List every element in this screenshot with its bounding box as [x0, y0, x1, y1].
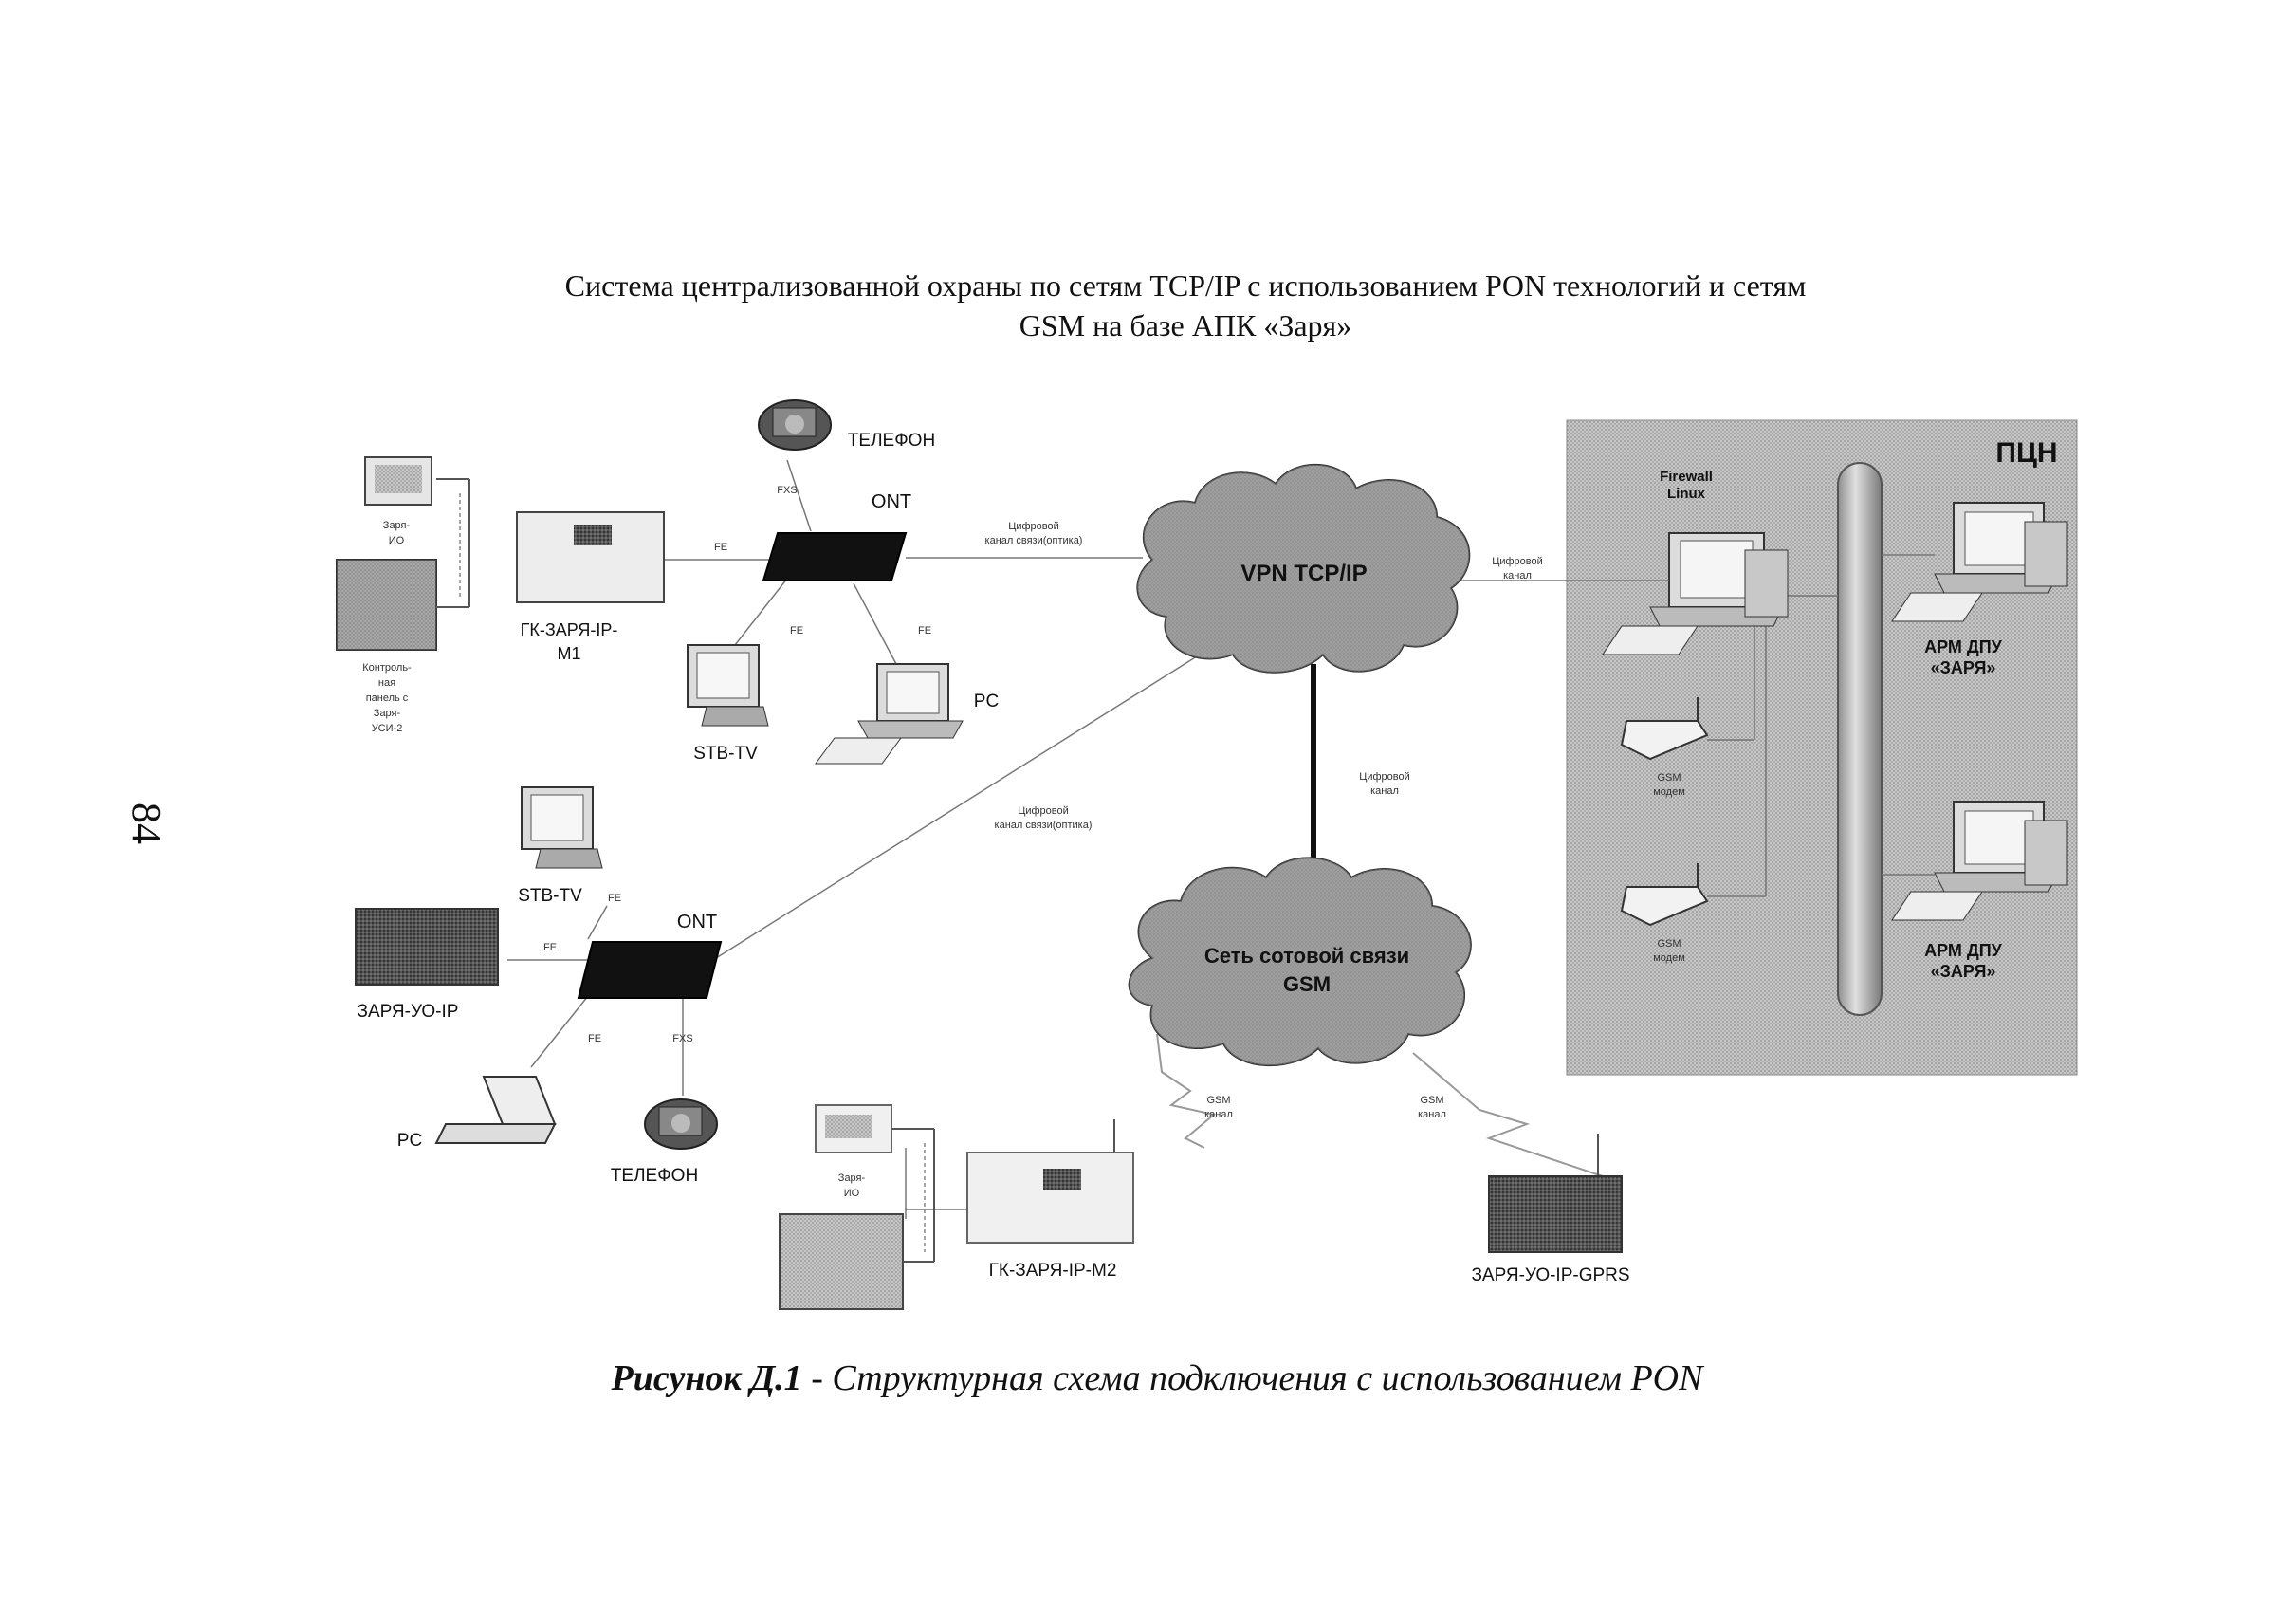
bottom-control-panel-icon: [779, 1213, 904, 1310]
bottom-uo-label: ЗАРЯ-УО-IP: [358, 1002, 459, 1022]
figure-caption: Рисунок Д.1 - Структурная схема подключе…: [611, 1358, 1706, 1398]
gprs-device: [1488, 1175, 1623, 1253]
bottom-zarya-io-label-2: ИО: [844, 1188, 860, 1199]
top-phone-label: ТЕЛЕФОН: [848, 431, 935, 451]
top-panel-label-3: панель с: [366, 692, 409, 704]
top-phone-icon: [758, 399, 832, 451]
vpn-cloud-label: VPN TCP/IP: [1240, 561, 1367, 586]
top-panel-label-5: УСИ-2: [372, 723, 403, 734]
bottom-pc-label: PC: [397, 1131, 422, 1151]
vpn-link-label-1: Цифровой: [1492, 556, 1543, 567]
top-panel-label-2: ная: [378, 677, 395, 689]
top-fe-main-label: FE: [714, 542, 727, 553]
top-link-label-1: Цифровой: [1008, 521, 1059, 532]
bottom-connector-bracket: [891, 1128, 935, 1263]
arm-1-label-2: «ЗАРЯ»: [1931, 658, 1996, 677]
top-panel-label-4: Заря-: [374, 708, 401, 719]
top-tv-icon: [687, 644, 769, 727]
vpn-cloud: [1136, 464, 1471, 674]
top-zarya-io-label-2: ИО: [389, 535, 405, 546]
firewall-computer-icon: [1602, 532, 1789, 655]
bottom-zarya-io-label-1: Заря-: [838, 1172, 866, 1184]
top-pc-label: PC: [974, 692, 999, 711]
bottom-laptop-icon: [434, 1076, 557, 1144]
backbone-tube: [1837, 462, 1883, 1016]
bottom-link-label-1: Цифровой: [1018, 805, 1069, 817]
top-stb-label: STB-TV: [693, 744, 758, 764]
bottom-stb-label: STB-TV: [518, 886, 582, 906]
bottom-tv-icon: [521, 786, 603, 869]
top-panel-label-1: Контроль-: [362, 662, 412, 674]
top-gk-label-1: ГК-ЗАРЯ-IP-: [521, 620, 618, 639]
top-fxs-label: FXS: [777, 485, 797, 496]
bottom-link-label-2: канал связи(оптика): [995, 820, 1093, 831]
top-connector-bracket: [436, 478, 470, 608]
gsm-cloud-label-1: Сеть сотовой связи: [1204, 944, 1409, 968]
top-control-panel-icon: [336, 559, 437, 651]
modem-2-label-1: GSM: [1657, 938, 1681, 950]
vpn-link-label-2: канал: [1503, 570, 1532, 581]
firewall-label-1: Firewall: [1660, 469, 1713, 485]
bottom-phone-icon: [644, 1098, 718, 1150]
top-pc-icon: [815, 663, 964, 765]
gk-m2-label: ГК-ЗАРЯ-IP-М2: [989, 1261, 1117, 1281]
arm-dpu-1-computer-icon: [1891, 502, 2068, 622]
arm-1-label-1: АРМ ДПУ: [1924, 637, 2003, 656]
modem-1-label-1: GSM: [1657, 772, 1681, 784]
caption-prefix: Рисунок Д.1: [611, 1358, 802, 1398]
pcn-label: ПЦН: [1995, 437, 2057, 469]
arm-2-label-2: «ЗАРЯ»: [1931, 962, 1996, 981]
bottom-zarya-io-device: [815, 1104, 892, 1153]
bottom-fe-pc-label: FE: [588, 1033, 601, 1044]
top-gk-label-2: М1: [557, 644, 580, 663]
gprs-label: ЗАРЯ-УО-IP-GPRS: [1471, 1265, 1629, 1285]
diagram-title-line-1: Система централизованной охраны по сетям…: [565, 268, 1807, 303]
arm-2-label-1: АРМ ДПУ: [1924, 941, 2003, 960]
bottom-phone-label: ТЕЛЕФОН: [611, 1166, 698, 1186]
gsm-lightning-2: [1412, 1052, 1604, 1177]
page-number: 84: [123, 803, 170, 844]
top-zarya-io-label-1: Заря-: [383, 520, 411, 531]
top-ont-device: [762, 532, 908, 581]
top-fe-tv-label: FE: [790, 625, 803, 637]
top-ont-label: ONT: [872, 491, 911, 512]
modem-1-label-2: модем: [1653, 786, 1685, 798]
gsm-vertical-label-1: Цифровой: [1359, 771, 1410, 783]
gsm-link-2-label-1: GSM: [1420, 1095, 1443, 1106]
gsm-cloud-label-2: GSM: [1283, 972, 1331, 996]
bottom-zarya-uo-ip-device: [355, 908, 499, 986]
gsm-link-1-label-1: GSM: [1206, 1095, 1230, 1106]
bottom-ont-device: [577, 941, 723, 999]
gk-zarya-m2-device: [966, 1152, 1134, 1244]
bottom-fxs-label: FXS: [672, 1033, 692, 1044]
top-zarya-io-device: [364, 456, 432, 506]
top-gk-zarya-device: [516, 511, 665, 603]
gsm-modem-2-icon: [1620, 863, 1709, 927]
gsm-vertical-label-2: канал: [1370, 785, 1399, 797]
gsm-cloud: [1128, 857, 1472, 1067]
bottom-fe-uo-label: FE: [543, 942, 557, 953]
bottom-ont-label: ONT: [677, 912, 717, 932]
gsm-link-2-label-2: канал: [1418, 1109, 1446, 1120]
top-link-label-2: канал связи(оптика): [985, 535, 1083, 546]
caption-text: - Структурная схема подключения с исполь…: [802, 1358, 1705, 1398]
bottom-fe-tv-label: FE: [608, 893, 621, 904]
modem-2-label-2: модем: [1653, 952, 1685, 964]
pcn-links: [1707, 554, 1935, 897]
firewall-label-2: Linux: [1667, 486, 1706, 502]
arm-dpu-2-computer-icon: [1891, 801, 2068, 921]
gsm-modem-1-icon: [1620, 697, 1709, 761]
diagram-title-line-2: GSM на базе АПК «Заря»: [1019, 308, 1352, 342]
gsm-lightning-1: [1113, 1033, 1217, 1153]
top-fe-pc-label: FE: [918, 625, 931, 637]
gsm-link-1-label-2: канал: [1204, 1109, 1233, 1120]
